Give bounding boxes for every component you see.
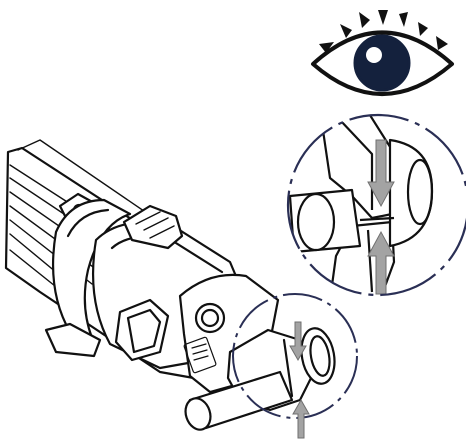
pipe-fitting <box>300 327 336 385</box>
jaw-decals <box>183 336 217 374</box>
hump-ribs <box>135 211 175 239</box>
pipe-fitting-inner <box>309 335 331 377</box>
tool-foot <box>44 322 102 358</box>
eye-icon <box>311 10 454 96</box>
tool-control-block-inner <box>126 308 162 354</box>
detail-gap-line <box>359 216 395 222</box>
detail-fitting <box>388 138 434 248</box>
eye-rays <box>319 10 448 53</box>
detail-jaw-lower-face <box>366 229 374 293</box>
inspection-circle-small <box>232 293 358 419</box>
detail-view <box>286 113 466 297</box>
arrow-up-icon <box>292 398 310 439</box>
detail-pipe-end <box>296 192 336 252</box>
detail-arrow-up-icon <box>367 230 395 295</box>
tool-collar-inner <box>66 208 110 238</box>
inspection-circle-large <box>286 113 466 297</box>
eye-iris <box>353 34 411 92</box>
jaw-pivot <box>194 302 226 334</box>
jaw-clamp-slot <box>282 338 294 398</box>
eye-outline <box>311 30 454 96</box>
press-tool <box>4 139 336 431</box>
detail-jaw-upper-face <box>339 119 374 210</box>
tool-hump <box>122 204 184 250</box>
jaw-pivot-inner <box>200 308 220 328</box>
eye-highlight <box>366 47 382 63</box>
arrow-down-icon <box>289 321 307 362</box>
detail-fitting-ring <box>406 158 434 226</box>
detail-arrow-down-icon <box>367 139 395 208</box>
pipe-stub-end <box>184 397 212 431</box>
tool-collar <box>51 198 132 340</box>
